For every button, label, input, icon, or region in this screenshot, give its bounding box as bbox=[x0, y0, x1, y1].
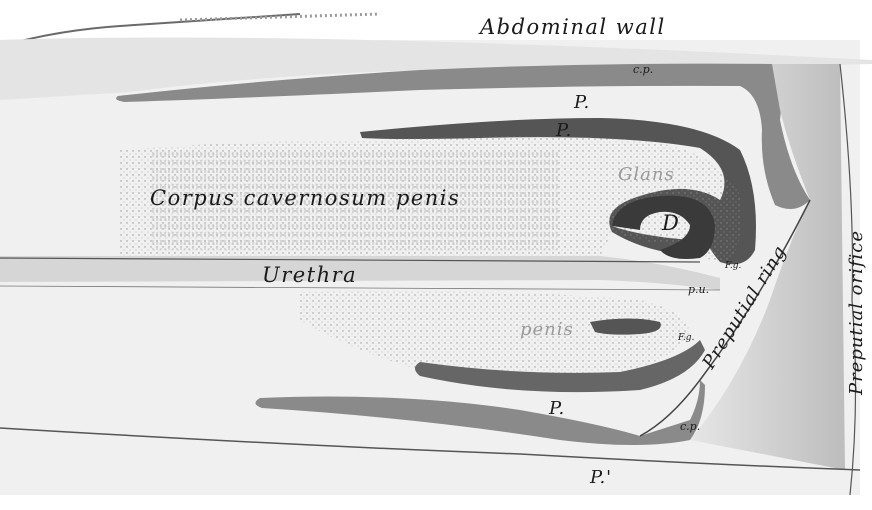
label-abdominal-wall: Abdominal wall bbox=[478, 15, 666, 39]
label-pu: p.u. bbox=[688, 283, 709, 296]
label-cp-top: c.p. bbox=[633, 63, 653, 76]
label-penis: penis bbox=[520, 319, 574, 340]
label-d: D bbox=[661, 211, 680, 235]
label-p-lower: P. bbox=[548, 398, 565, 419]
label-p-upper: P. bbox=[555, 120, 572, 141]
label-cp-bottom: c.p. bbox=[680, 420, 700, 433]
label-fg-lower: F.g. bbox=[677, 333, 694, 343]
label-preputial-orifice: Preputial orifice bbox=[846, 230, 867, 396]
label-corpus-cavernosum: Corpus cavernosum penis bbox=[150, 186, 460, 210]
label-urethra: Urethra bbox=[262, 263, 357, 287]
lower-fg-finger bbox=[590, 319, 661, 335]
label-p-top: P. bbox=[573, 92, 590, 113]
label-fg-upper: F.g. bbox=[724, 261, 741, 271]
label-glans: Glans bbox=[618, 164, 675, 185]
label-p-prime: P.' bbox=[589, 467, 612, 488]
